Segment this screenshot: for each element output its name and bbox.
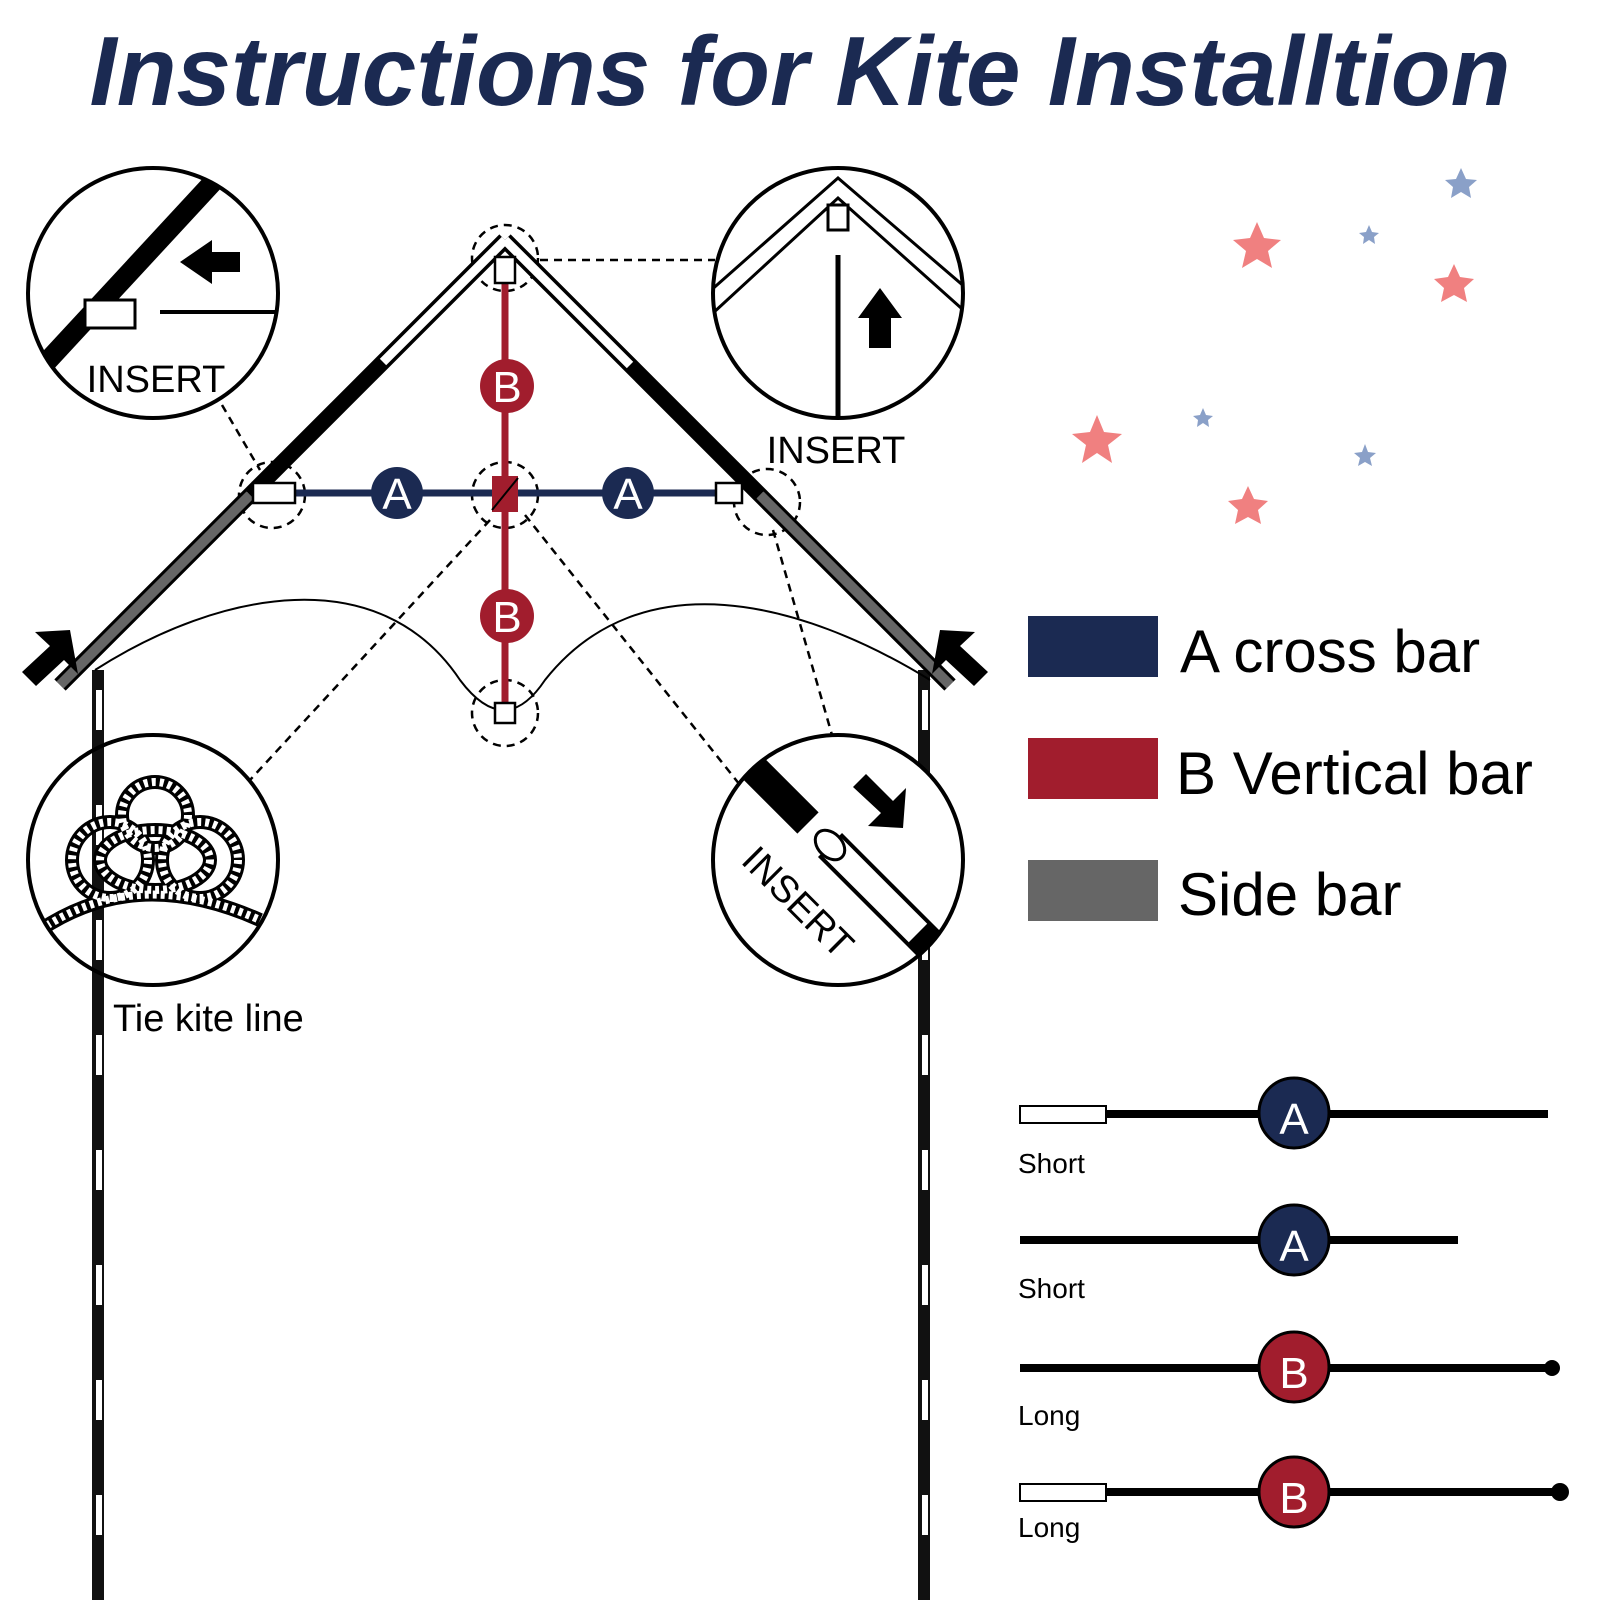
part-label: Long bbox=[1018, 1512, 1080, 1543]
line-stripe bbox=[922, 1035, 928, 1075]
badge-a-right: A bbox=[602, 467, 654, 519]
stars-decoration bbox=[1072, 168, 1477, 524]
line-stripe bbox=[922, 1495, 928, 1535]
arrow-up-icon bbox=[858, 288, 902, 348]
line-stripe bbox=[96, 1495, 102, 1535]
star-icon bbox=[1228, 486, 1268, 524]
star-icon bbox=[1072, 415, 1122, 463]
callout-bottom-right: INSERT bbox=[711, 733, 965, 987]
side-bar-left bbox=[56, 491, 254, 689]
side-bar-right bbox=[756, 491, 954, 689]
part-b-2: B Long bbox=[1018, 1455, 1569, 1543]
svg-text:A: A bbox=[1279, 1095, 1309, 1144]
part-label: Short bbox=[1018, 1148, 1085, 1179]
svg-text:B: B bbox=[1279, 1349, 1308, 1398]
legend-swatch-vertical-bar bbox=[1028, 738, 1158, 799]
badge-b-top: B bbox=[480, 359, 534, 413]
bar-ends bbox=[251, 255, 744, 725]
line-stripe bbox=[96, 690, 102, 730]
arrow-up-right-icon bbox=[932, 630, 988, 686]
star-icon bbox=[1193, 408, 1213, 427]
line-stripe bbox=[922, 1150, 928, 1190]
legend-label: A cross bar bbox=[1180, 618, 1480, 685]
arrow-up-left-icon bbox=[22, 630, 78, 686]
star-icon bbox=[1359, 225, 1379, 244]
line-stripe bbox=[96, 920, 102, 960]
line-stripe bbox=[922, 1380, 928, 1420]
page-title: Instructions for Kite Installtion bbox=[89, 16, 1510, 126]
star-icon bbox=[1445, 168, 1477, 198]
part-a-2: A Short bbox=[1018, 1203, 1458, 1304]
legend: A cross bar B Vertical bar Side bar bbox=[1028, 616, 1533, 928]
part-a-1: A Short bbox=[1018, 1076, 1548, 1179]
legend-swatch-cross-bar bbox=[1028, 616, 1158, 677]
kite-frame bbox=[54, 234, 956, 691]
svg-text:B: B bbox=[492, 363, 521, 412]
part-label: Long bbox=[1018, 1400, 1080, 1431]
svg-text:B: B bbox=[1279, 1474, 1308, 1523]
legend-label: Side bar bbox=[1178, 861, 1401, 928]
svg-text:A: A bbox=[613, 470, 643, 519]
callout-bottom-left: Tie kite line bbox=[26, 733, 304, 1040]
svg-text:INSERT: INSERT bbox=[767, 430, 906, 472]
badge-b-bottom: B bbox=[480, 589, 534, 643]
line-stripe bbox=[96, 1265, 102, 1305]
line-stripe bbox=[96, 1380, 102, 1420]
line-stripe bbox=[96, 1150, 102, 1190]
callout-connectors bbox=[220, 223, 834, 786]
svg-text:Tie kite line: Tie kite line bbox=[113, 998, 304, 1040]
svg-text:A: A bbox=[382, 470, 412, 519]
callout-top-right: INSERT bbox=[711, 166, 965, 472]
line-stripe bbox=[922, 1265, 928, 1305]
callout-top-left: INSERT bbox=[26, 166, 280, 420]
legend-label: B Vertical bar bbox=[1176, 740, 1533, 807]
line-stripe bbox=[96, 1035, 102, 1075]
star-icon bbox=[1354, 444, 1376, 466]
svg-text:A: A bbox=[1279, 1222, 1309, 1271]
svg-text:INSERT: INSERT bbox=[87, 359, 226, 401]
arrow-left-icon bbox=[180, 240, 240, 284]
arrow-down-right-icon bbox=[853, 774, 906, 828]
badge-a-left: A bbox=[371, 467, 423, 519]
legend-swatch-side-bar bbox=[1028, 860, 1158, 921]
line-stripe bbox=[922, 690, 928, 730]
part-b-1: B Long bbox=[1018, 1330, 1560, 1431]
star-icon bbox=[1434, 264, 1474, 302]
part-label: Short bbox=[1018, 1273, 1085, 1304]
svg-text:B: B bbox=[492, 593, 521, 642]
star-icon bbox=[1233, 222, 1281, 268]
